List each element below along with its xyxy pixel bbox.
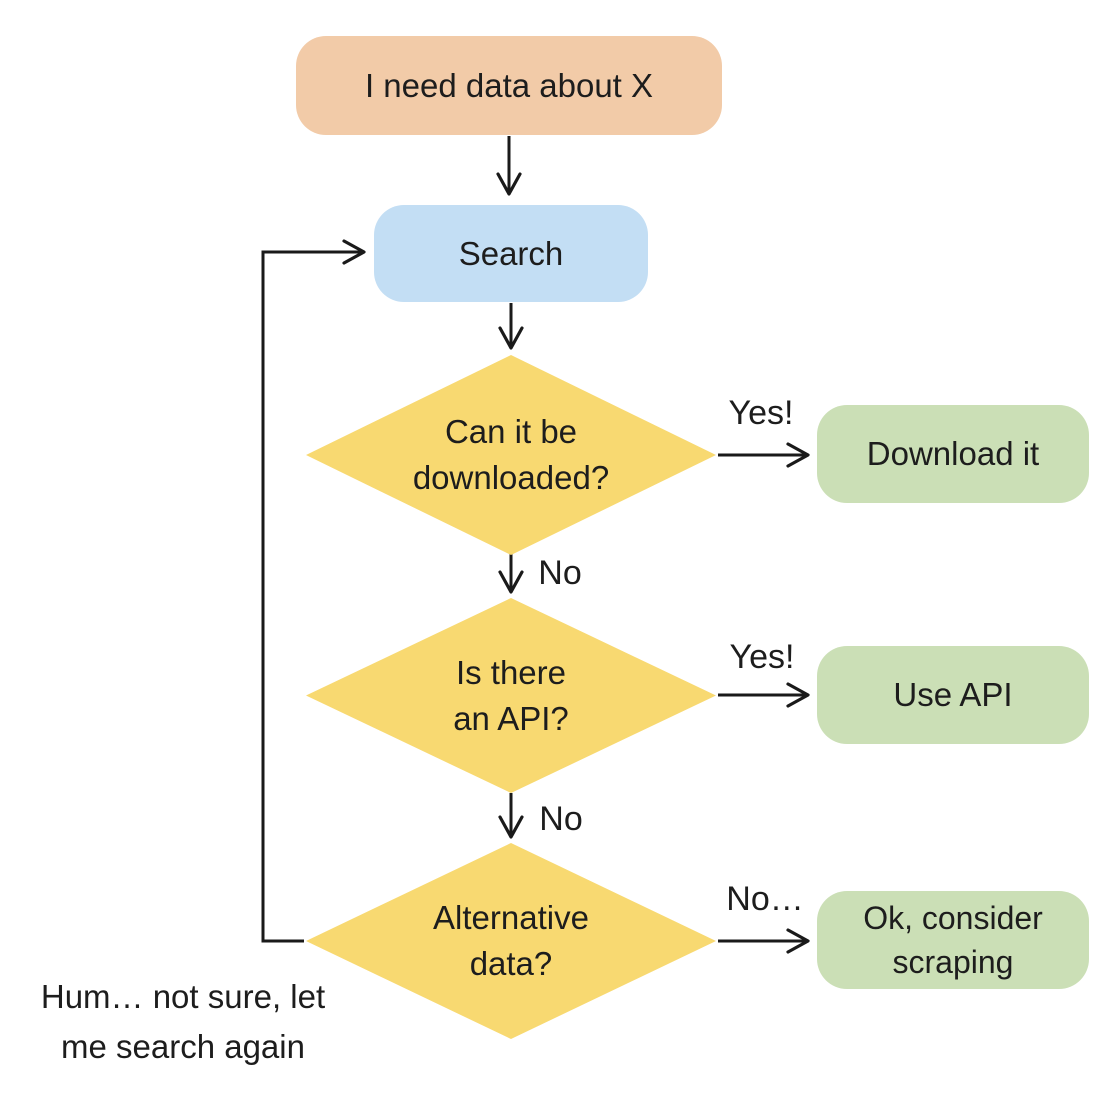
decision-can-download-line1: Can it be bbox=[444, 413, 578, 450]
edge-label-api-no: No bbox=[539, 799, 583, 838]
scraping-line2: scraping bbox=[892, 944, 1014, 980]
node-decision-api-label: Is there an API? bbox=[453, 650, 569, 742]
node-search-label: Search bbox=[458, 234, 564, 272]
node-start: I need data about X bbox=[296, 36, 722, 135]
decision-alternative-line1: Alternative bbox=[433, 899, 589, 936]
node-search: Search bbox=[374, 205, 648, 302]
edge-label-api-yes: Yes! bbox=[729, 637, 795, 676]
node-download-it-label: Download it bbox=[866, 435, 1040, 472]
edge-label-download-yes: Yes! bbox=[728, 393, 794, 432]
node-download-it: Download it bbox=[817, 405, 1089, 503]
edge-label-download-no: No bbox=[538, 553, 582, 592]
scraping-line1: Ok, consider bbox=[863, 900, 1043, 936]
edge-label-alternative-no: No… bbox=[726, 879, 804, 918]
node-decision-alternative-data-label: Alternative data? bbox=[433, 895, 589, 987]
node-decision-can-download-label: Can it be downloaded? bbox=[413, 409, 609, 501]
arrow-loop-back-to-search bbox=[261, 239, 366, 943]
loop-note-line1: Hum… not sure, let bbox=[40, 978, 326, 1015]
decision-api-line1: Is there bbox=[455, 653, 567, 691]
decision-can-download-line2: downloaded? bbox=[412, 459, 610, 496]
node-consider-scraping: Ok, consider scraping bbox=[817, 891, 1089, 989]
loop-note-line2: me search again bbox=[61, 1028, 305, 1065]
node-start-label: I need data about X bbox=[364, 66, 654, 104]
loop-back-note: Hum… not sure, let me search again bbox=[7, 972, 359, 1072]
node-use-api: Use API bbox=[817, 646, 1089, 744]
node-consider-scraping-label: Ok, consider scraping bbox=[863, 896, 1043, 984]
node-use-api-label: Use API bbox=[893, 676, 1013, 713]
decision-alternative-line2: data? bbox=[469, 945, 553, 982]
decision-api-line2: an API? bbox=[453, 699, 569, 737]
